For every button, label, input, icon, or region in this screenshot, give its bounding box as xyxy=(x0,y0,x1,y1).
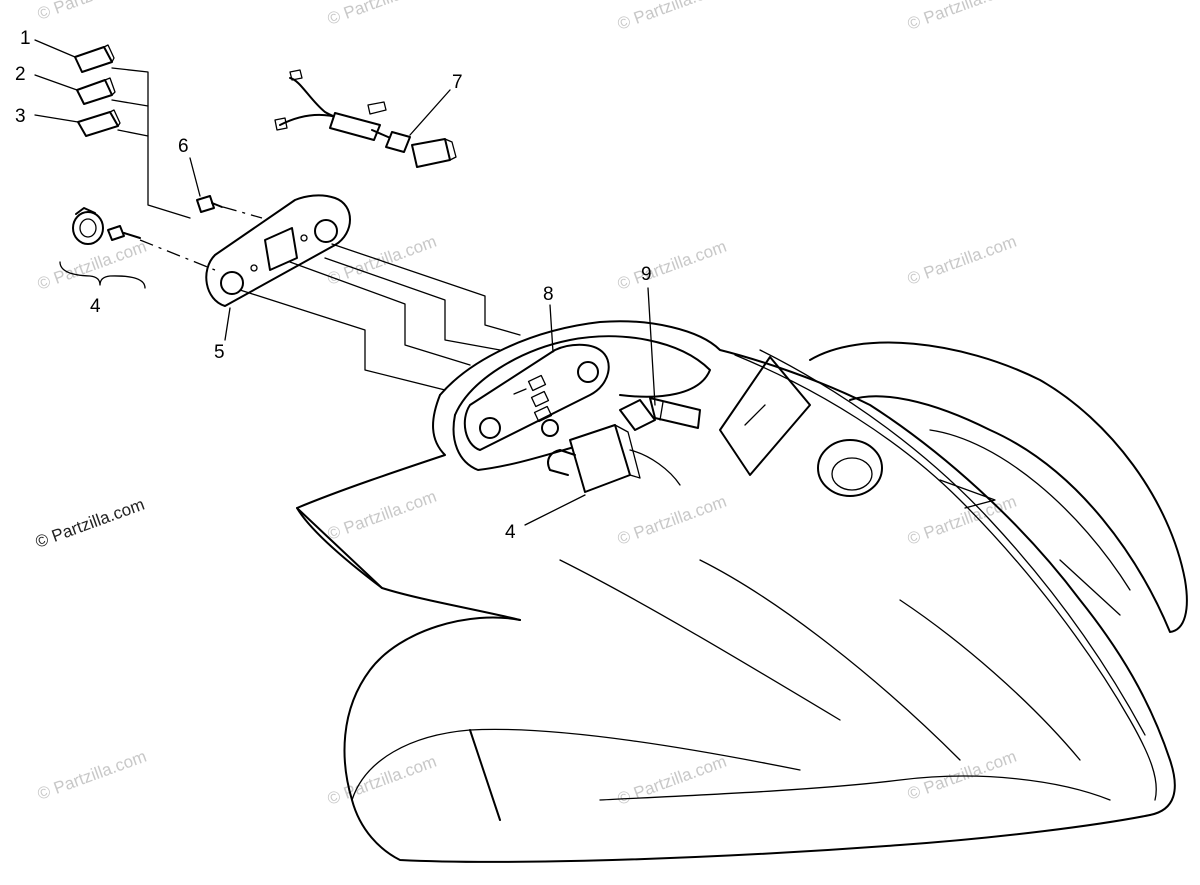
key-bracket xyxy=(59,261,146,289)
callout-1: 1 xyxy=(20,28,31,49)
watermark: © Partzilla.com xyxy=(325,487,439,544)
rear-fender xyxy=(296,320,1188,863)
key-switch xyxy=(72,207,141,245)
callout-8: 8 xyxy=(543,284,554,305)
callout-4-key: 4 xyxy=(90,296,101,317)
watermark: © Partzilla.com xyxy=(615,492,729,549)
switch-cap-3 xyxy=(77,109,121,137)
watermark: © Partzilla.com xyxy=(325,752,439,809)
watermark: © Partzilla.com xyxy=(615,0,729,34)
callout-6: 6 xyxy=(178,136,189,157)
screw xyxy=(196,195,223,213)
callout-9: 9 xyxy=(641,264,652,285)
watermark: © Partzilla.com xyxy=(35,747,149,804)
watermark: © Partzilla.com xyxy=(325,0,439,29)
callout-5: 5 xyxy=(214,342,225,363)
assembly-lines xyxy=(111,67,521,391)
ignition-switch-body xyxy=(541,419,681,493)
bezel-plate xyxy=(205,194,351,307)
watermark: © Partzilla.com xyxy=(905,232,1019,289)
switch-cap-1 xyxy=(74,44,115,73)
watermark: © Partzilla.com xyxy=(615,752,729,809)
callout-2: 2 xyxy=(15,64,26,85)
callout-leaders xyxy=(34,39,656,526)
switch-cap-2 xyxy=(76,77,116,105)
credit-text: © Partzilla.com xyxy=(33,495,147,552)
watermark: © Partzilla.com xyxy=(615,237,729,294)
watermark: © Partzilla.com xyxy=(905,747,1019,804)
callout-7: 7 xyxy=(452,72,463,93)
callout-4-switch: 4 xyxy=(505,522,516,543)
switch-panel-recess xyxy=(452,335,711,471)
watermark: © Partzilla.com xyxy=(905,492,1019,549)
callout-3: 3 xyxy=(15,106,26,127)
wire-harness xyxy=(274,69,457,168)
watermark: © Partzilla.com xyxy=(35,0,149,24)
callouts: 1 2 3 4 5 6 7 8 9 4 xyxy=(15,28,652,543)
watermark: © Partzilla.com xyxy=(905,0,1019,34)
watermark: © Partzilla.com xyxy=(35,237,149,294)
